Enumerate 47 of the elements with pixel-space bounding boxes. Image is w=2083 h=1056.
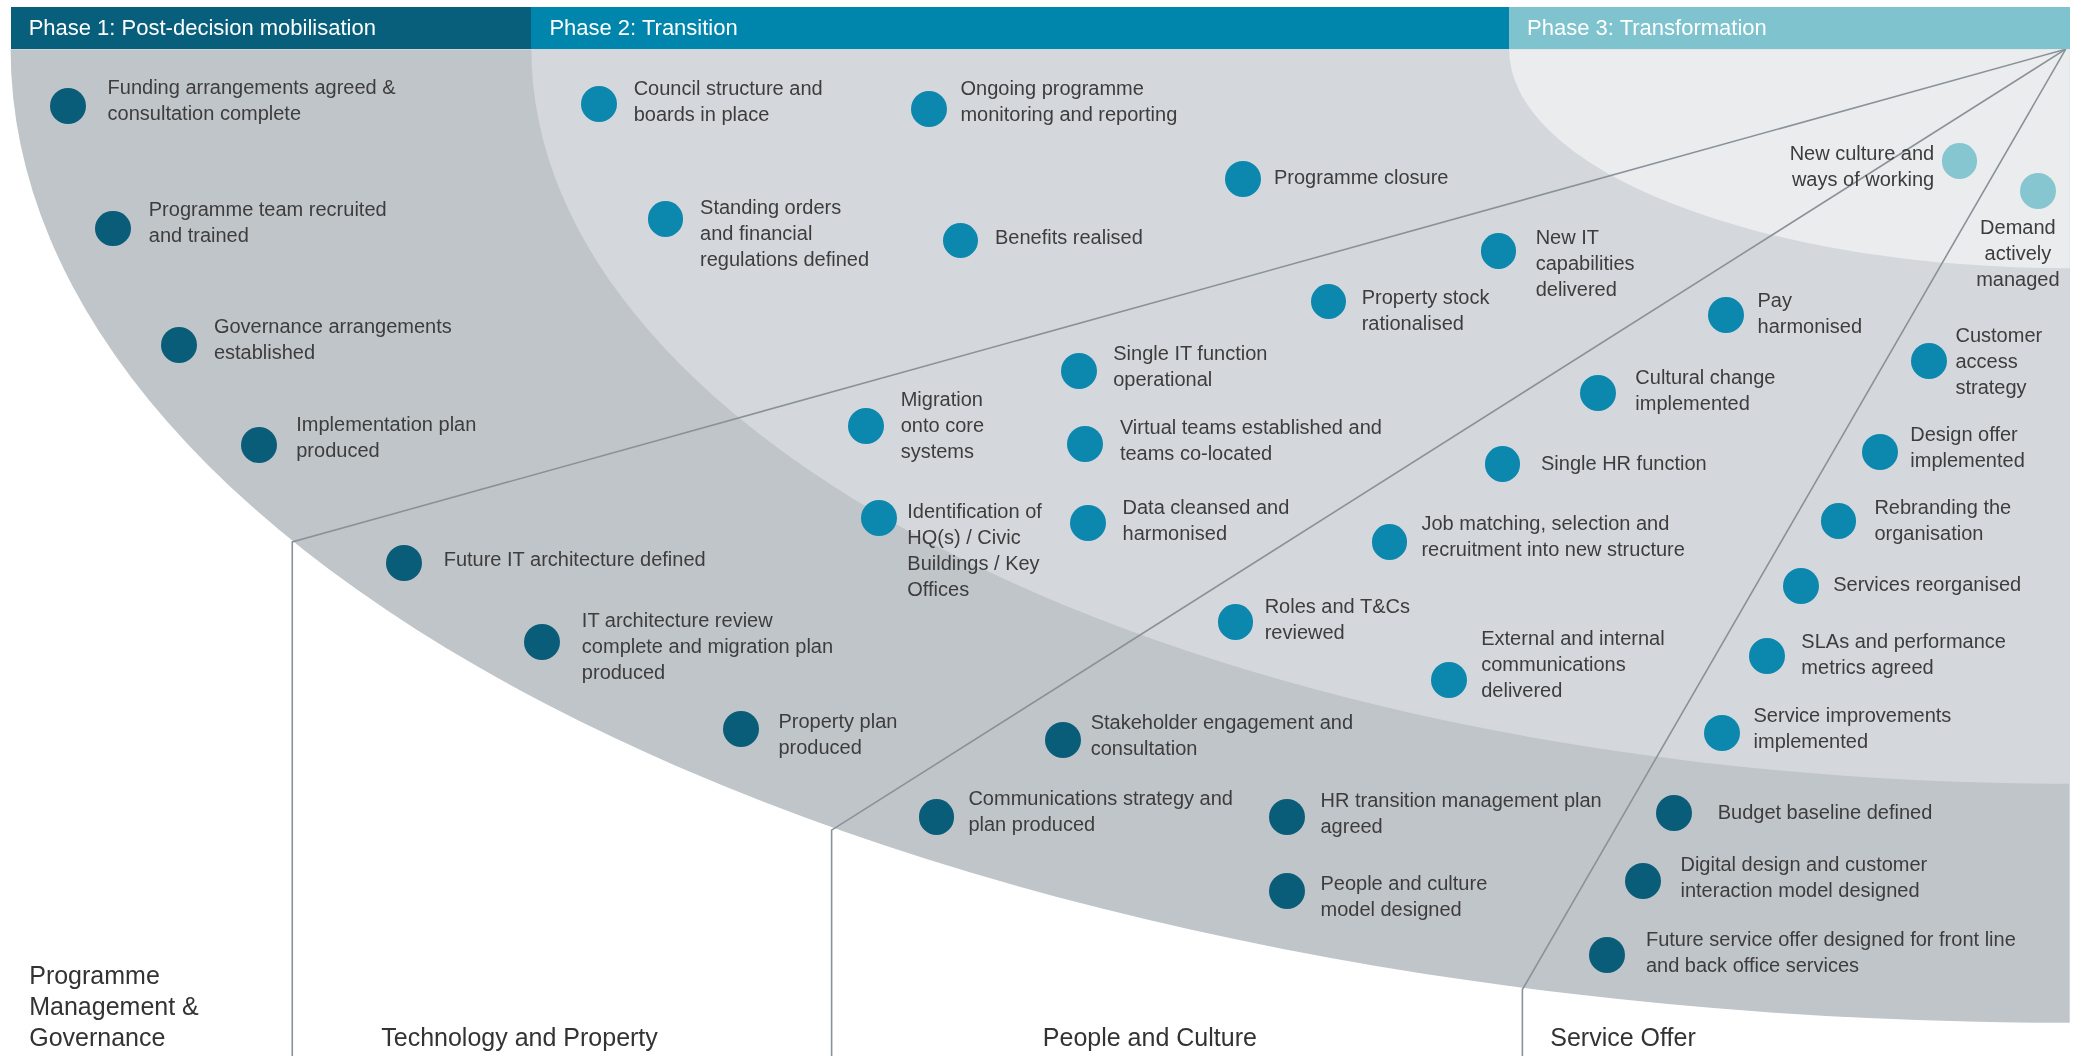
phase-banner: Phase 3: Transformation: [1509, 6, 2070, 50]
milestone-text: Property plan produced: [778, 708, 899, 760]
milestone-text: Future service offer designed for front line and back office services: [1645, 926, 2017, 978]
milestone-text: New culture and ways of working: [1788, 141, 1935, 193]
milestone-text: Design offer implemented: [1910, 421, 2026, 473]
milestone-text: Benefits realised: [995, 225, 1144, 251]
milestone-text: Service improvements implemented: [1753, 703, 1953, 755]
milestone-text: Identification of HQ(s) / Civic Buildings / Key Offices: [907, 498, 1043, 602]
milestone-text: External and internal communications delivered: [1481, 626, 1666, 704]
phase-banner: Phase 2: Transition: [531, 6, 1510, 50]
milestone-text: Virtual teams established and teams co-located: [1119, 415, 1383, 467]
milestone-text: Funding arrangements agreed & consultation complete: [107, 75, 397, 127]
milestone-text: Future IT architecture defined: [443, 546, 707, 572]
milestone-text: Job matching, selection and recruitment into new structure: [1421, 510, 1686, 562]
milestone-text: SLAs and performance metrics agreed: [1801, 629, 2007, 680]
workstream-label: Programme Management & Governance: [29, 960, 200, 1054]
milestone-text: Single HR function: [1541, 451, 1708, 476]
milestone-text: Ongoing programme monitoring and reporting: [960, 76, 1179, 128]
milestone-text: Budget baseline defined: [1717, 800, 1934, 826]
milestone-text: Communications strategy and plan produced: [968, 785, 1234, 837]
milestone-text: New IT capabilities delivered: [1535, 225, 1636, 303]
workstream-label: Service Offer: [1550, 1021, 1697, 1053]
milestone-text: Demand actively managed: [1975, 214, 2061, 292]
milestone-text: Pay harmonised: [1757, 287, 1864, 339]
milestone-text: Data cleansed and harmonised: [1122, 494, 1291, 546]
milestone-text: Rebranding the organisation: [1874, 494, 2013, 546]
milestone-text: Stakeholder engagement and consultation: [1090, 710, 1355, 762]
milestone-text: Standing orders and financial regulations defined: [700, 194, 871, 272]
workstream-label: Technology and Property: [381, 1021, 659, 1053]
milestone-text: Customer access strategy: [1955, 323, 2044, 401]
milestone-text: Services reorganised: [1833, 571, 2023, 597]
phase-banner: Phase 1: Post-decision mobilisation: [10, 6, 532, 50]
milestone-text: Implementation plan produced: [296, 412, 478, 464]
milestone-text: IT architecture review complete and migration plan produced: [581, 607, 835, 685]
milestone-text: Governance arrangements established: [213, 314, 453, 366]
milestone-text: Programme team recruited and trained: [148, 197, 388, 249]
milestone-text: Programme closure: [1273, 165, 1450, 191]
milestone-text: People and culture model designed: [1320, 870, 1489, 922]
milestone-text: Cultural change implemented: [1635, 364, 1777, 416]
milestone-text: HR transition management plan agreed: [1320, 788, 1603, 840]
milestone-text: Roles and T&Cs reviewed: [1264, 594, 1411, 646]
milestone-text: Digital design and customer interaction model designed: [1680, 852, 1929, 904]
milestone-text: Property stock rationalised: [1361, 284, 1491, 336]
workstream-label: People and Culture: [1042, 1021, 1258, 1053]
milestone-text: Migration onto core systems: [900, 387, 986, 465]
milestone-text: Single IT function operational: [1113, 340, 1269, 392]
milestone-text: Council structure and boards in place: [633, 76, 824, 128]
